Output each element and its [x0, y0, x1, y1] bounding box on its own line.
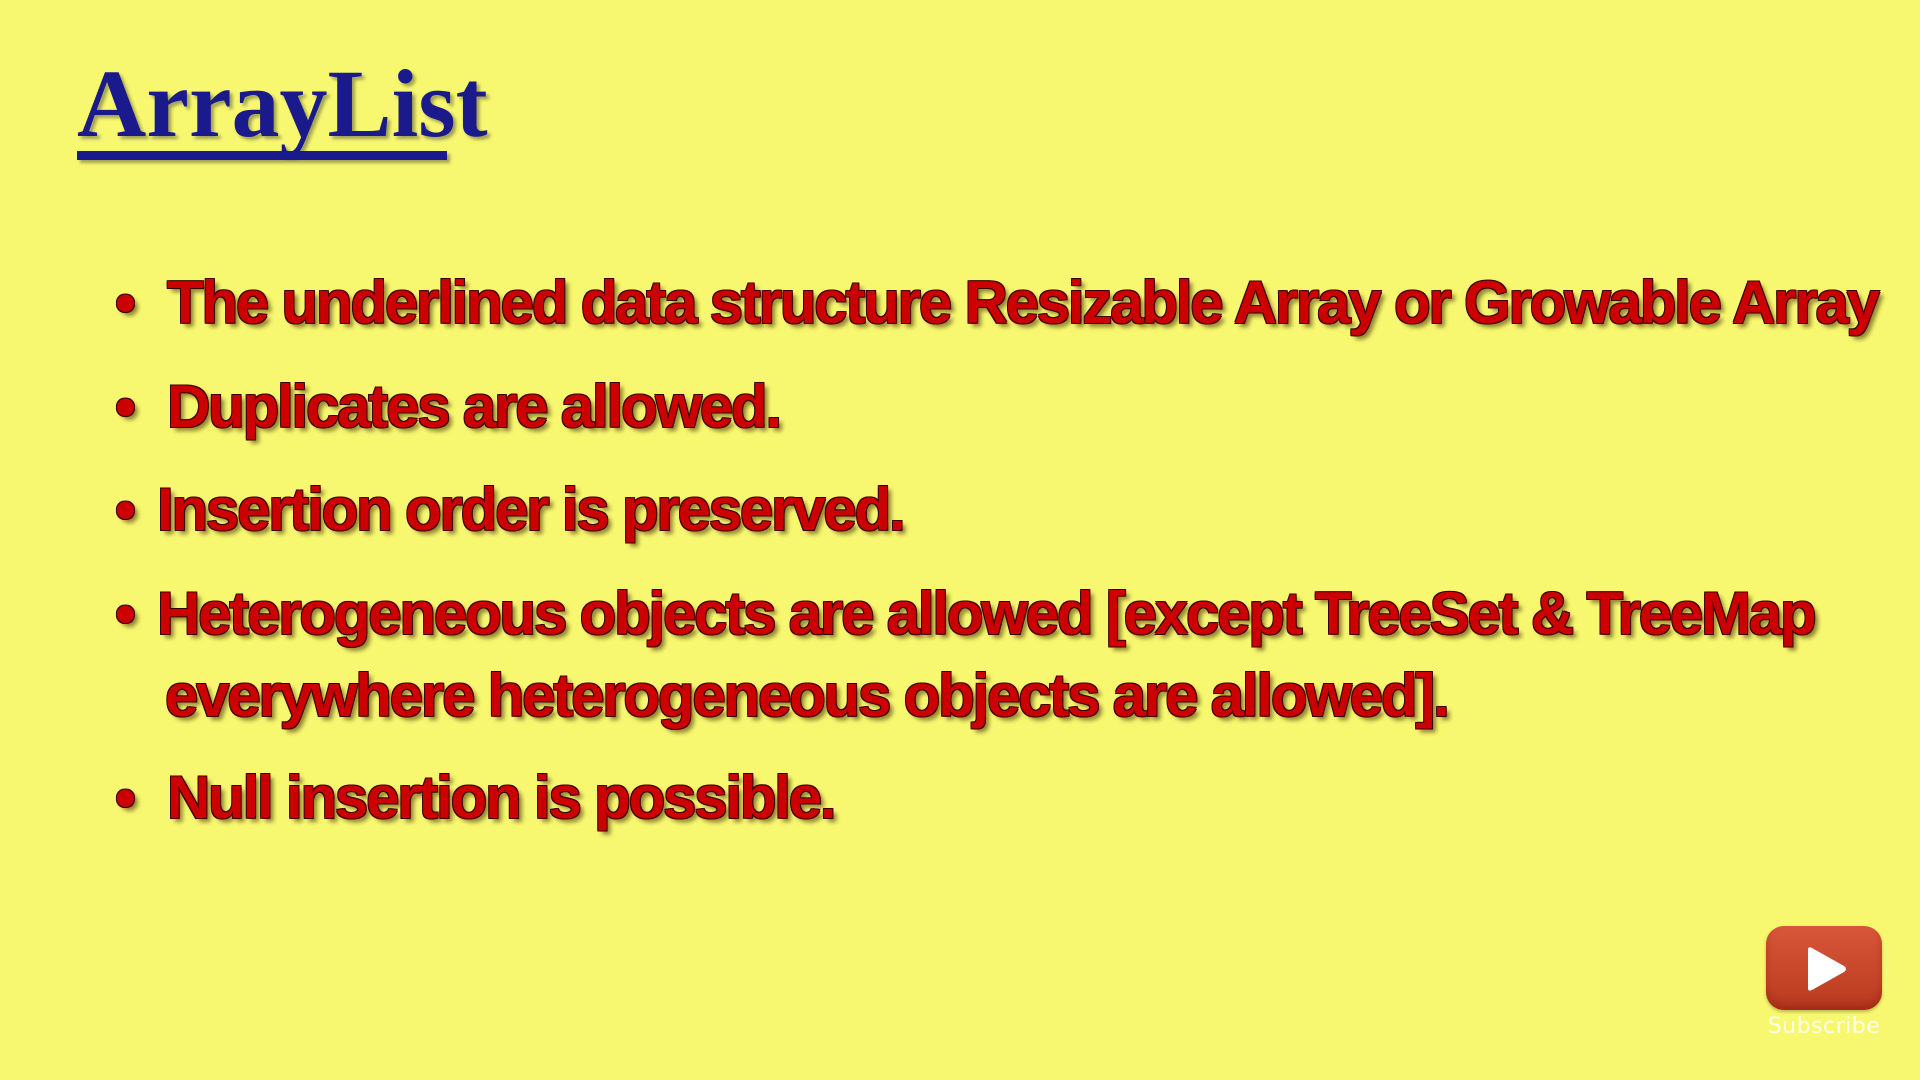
bullet-marker: •: [115, 373, 136, 440]
bullet-item: • Null insertion is possible.: [115, 757, 837, 839]
bullet-text: Duplicates are allowed.: [167, 373, 782, 440]
bullet-item: • Insertion order is preserved.: [115, 469, 906, 551]
bullet-text: Null insertion is possible.: [167, 764, 837, 831]
subscribe-button[interactable]: [1766, 926, 1882, 1010]
bullet-marker: •: [115, 580, 136, 647]
bullet-text: The underlined data structure Resizable …: [167, 269, 1880, 336]
title-underline: [77, 151, 447, 160]
bullet-item: • Heterogeneous objects are allowed [exce…: [115, 573, 1817, 737]
subscribe-label[interactable]: Subscribe: [1767, 1014, 1881, 1039]
bullet-text: Heterogeneous objects are allowed [excep…: [157, 580, 1817, 647]
bullet-item: • Duplicates are allowed.: [115, 366, 782, 448]
slide-title: ArrayList: [77, 50, 488, 157]
bullet-marker: •: [115, 476, 136, 543]
subscribe-widget[interactable]: Subscribe: [1764, 926, 1884, 1046]
play-icon: [1808, 947, 1846, 991]
bullet-marker: •: [115, 764, 136, 831]
bullet-text: Insertion order is preserved.: [157, 476, 906, 543]
bullet-continuation: everywhere heterogeneous objects are all…: [165, 662, 1450, 729]
bullet-marker: •: [115, 269, 136, 336]
bullet-item: • The underlined data structure Resizable…: [115, 262, 1880, 344]
